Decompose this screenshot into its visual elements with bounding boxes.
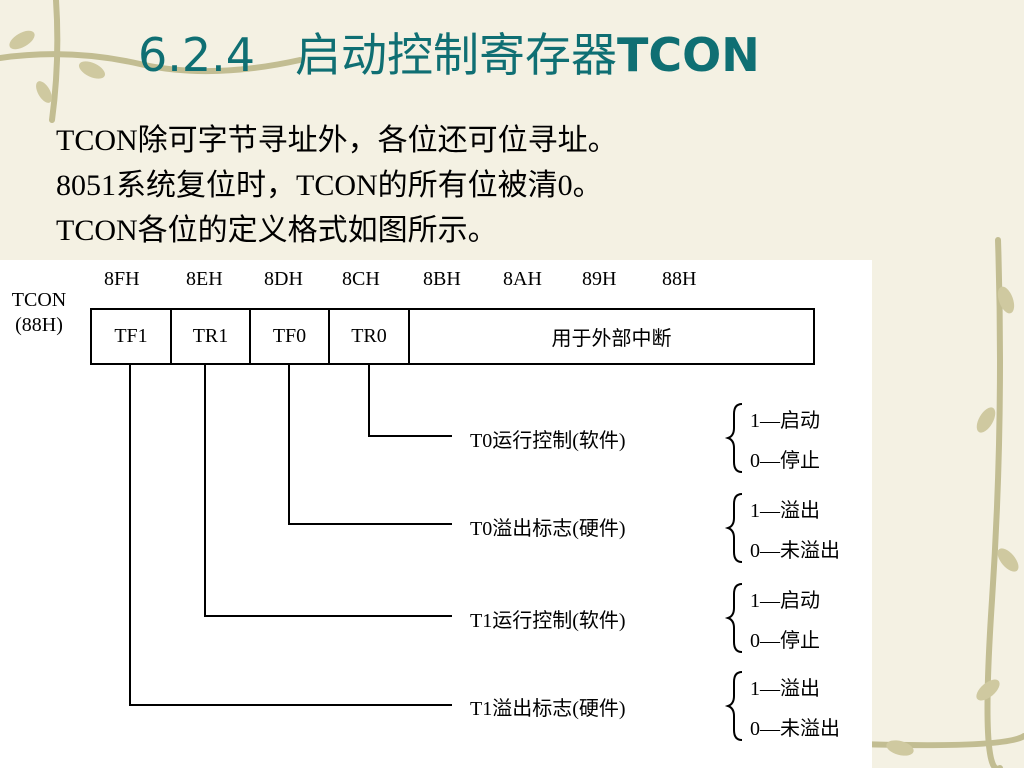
paragraph-line: TCON各位的定义格式如图所示。 [56,214,498,247]
brace [724,583,743,653]
option-label: 0—未溢出 [750,540,840,562]
bit-cell-tf0: TF0 [251,310,330,363]
option-label: 0—未溢出 [750,718,840,740]
bit-address: 8BH [423,268,461,290]
bit-cell-external-interrupt: 用于外部中断 [551,328,672,350]
bit-address: 8FH [104,268,140,290]
connector-tf1 [129,365,452,706]
title-english: TCON [617,28,760,82]
bit-address: 8DH [264,268,303,290]
connector-tr1 [204,365,452,617]
desc-t0-run: T0运行控制(软件) [470,430,626,452]
option-label: 0—停止 [750,630,820,652]
bit-cell-tr0: TR0 [330,310,410,363]
bit-address: 88H [662,268,697,290]
option-label: 1—启动 [750,590,820,612]
option-label: 1—溢出 [750,678,820,700]
bit-address: 8CH [342,268,380,290]
connector-tf0 [288,365,452,525]
page-title: 6.2.4 启动控制寄存器TCON [138,22,760,88]
desc-t0-overflow: T0溢出标志(硬件) [470,518,626,540]
paragraph-line: 8051系统复位时，TCON的所有位被清0。 [56,169,603,202]
brace [724,403,743,473]
title-number: 6.2.4 [138,28,256,82]
register-name: TCON [11,289,67,311]
option-label: 1—溢出 [750,500,820,522]
option-label: 1—启动 [750,410,820,432]
register-bit-row: TF1 TR1 TF0 TR0 用于外部中断 [90,308,815,365]
bit-cell-tr1: TR1 [172,310,251,363]
option-label: 0—停止 [750,450,820,472]
connector-tr0 [368,365,452,437]
bit-cell-tf1: TF1 [92,310,172,363]
brace [724,671,743,741]
desc-t1-run: T1运行控制(软件) [470,610,626,632]
register-address: (88H) [15,314,63,336]
bit-address: 89H [582,268,617,290]
paragraph-line: TCON除可字节寻址外，各位还可位寻址。 [56,124,618,157]
title-chinese: 启动控制寄存器 [295,28,618,82]
bit-address: 8EH [186,268,223,290]
bit-address: 8AH [503,268,542,290]
register-label: TCON (88H) [2,288,76,338]
brace [724,493,743,563]
desc-t1-overflow: T1溢出标志(硬件) [470,698,626,720]
intro-paragraph: TCON除可字节寻址外，各位还可位寻址。 8051系统复位时，TCON的所有位被… [56,118,618,253]
